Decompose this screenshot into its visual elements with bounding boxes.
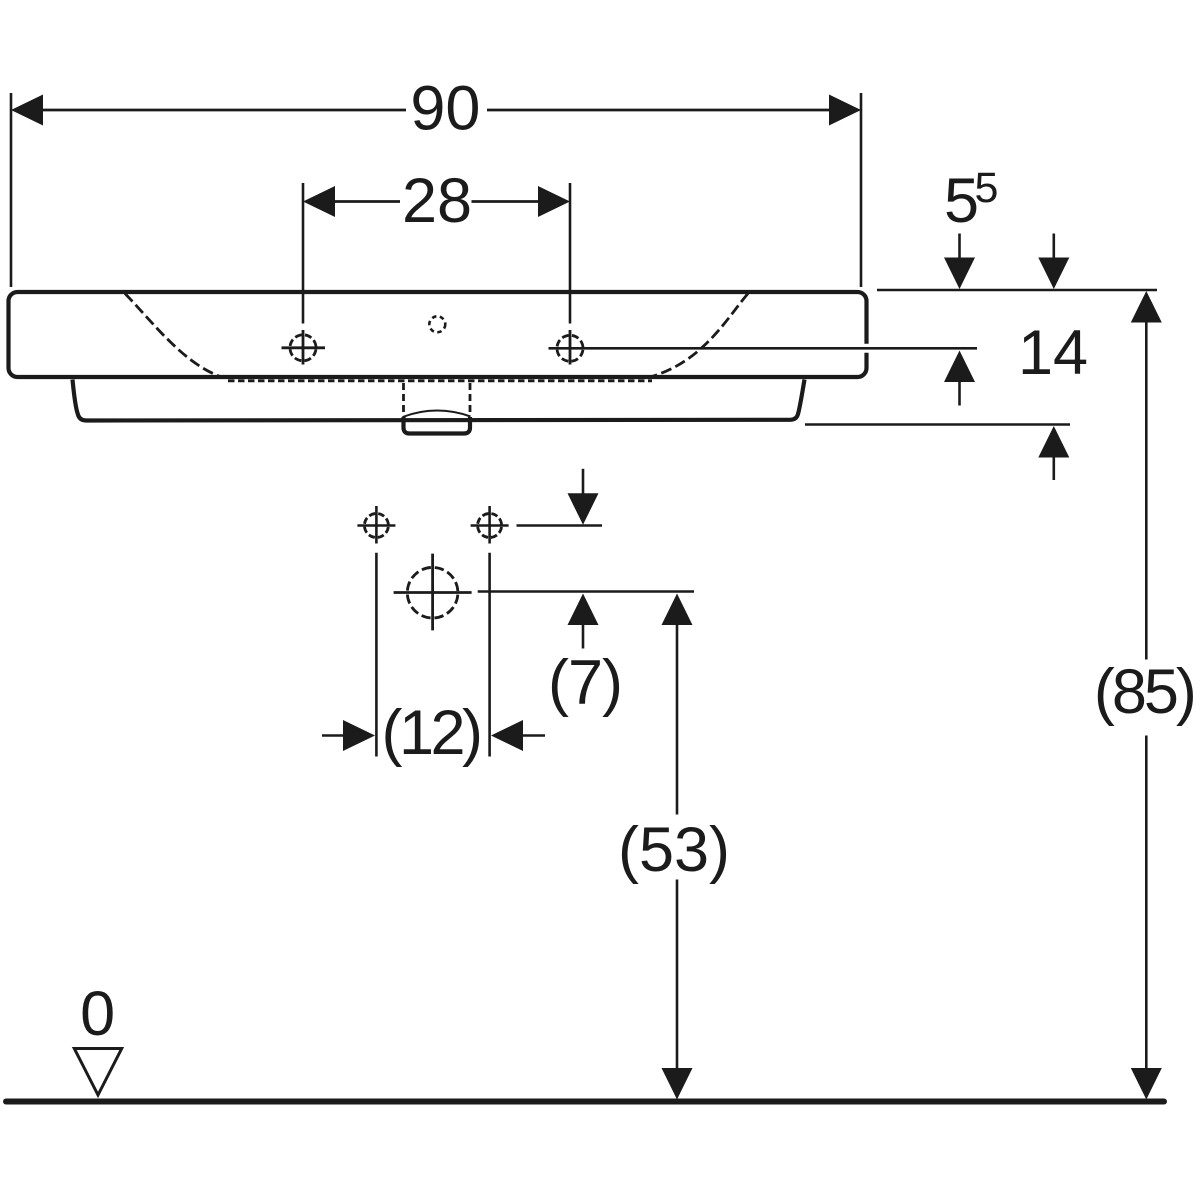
svg-text:90: 90 bbox=[410, 74, 480, 144]
svg-text:(7): (7) bbox=[548, 648, 622, 718]
svg-text:14: 14 bbox=[1018, 318, 1088, 388]
svg-text:(53): (53) bbox=[618, 815, 730, 885]
svg-text:(85): (85) bbox=[1094, 657, 1194, 727]
svg-text:5: 5 bbox=[975, 164, 999, 212]
svg-text:5: 5 bbox=[944, 166, 979, 236]
svg-text:0: 0 bbox=[80, 979, 115, 1049]
svg-text:(12): (12) bbox=[381, 698, 480, 768]
svg-text:28: 28 bbox=[402, 166, 472, 236]
